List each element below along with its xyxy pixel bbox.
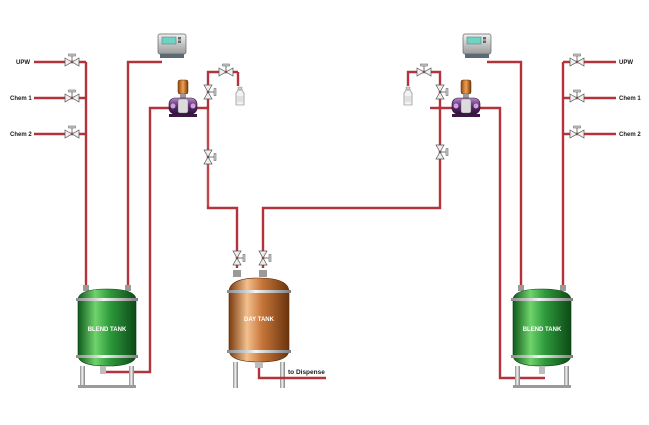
valve-icon[interactable]	[64, 53, 80, 67]
outlet-label: to Dispense	[288, 369, 325, 376]
sample-bottle-icon	[403, 86, 413, 106]
blend-tank-right: BLEND TANK	[511, 285, 573, 388]
tank-label: DAY TANK	[244, 317, 275, 323]
valve-icon[interactable]	[435, 144, 449, 160]
inlet-label-chem2: Chem 2	[619, 132, 641, 138]
valve-icon[interactable]	[569, 125, 585, 139]
sample-bottle-icon	[235, 86, 245, 106]
valve-icon[interactable]	[569, 89, 585, 103]
left-system: UPW Chem 1 Chem 2 BLEND TANK	[10, 33, 245, 388]
tank-label: BLEND TANK	[88, 327, 127, 333]
valve-icon[interactable]	[435, 84, 449, 100]
valve-icon[interactable]	[64, 89, 80, 103]
valve-icon[interactable]	[569, 53, 585, 67]
pump-icon[interactable]	[168, 79, 198, 118]
blend-tank-left: BLEND TANK	[76, 285, 138, 388]
controller-icon[interactable]	[462, 33, 492, 59]
inlet-label-chem1: Chem 1	[619, 96, 641, 102]
valve-icon[interactable]	[258, 250, 272, 266]
day-tank: DAY TANK	[227, 270, 291, 388]
inlet-label-chem1: Chem 1	[10, 96, 32, 102]
right-system: UPW Chem 1 Chem 2 BLEND TANK	[403, 33, 641, 388]
valve-icon[interactable]	[203, 149, 217, 165]
controller-icon[interactable]	[157, 33, 187, 59]
valve-icon[interactable]	[64, 125, 80, 139]
valve-icon[interactable]	[232, 250, 246, 266]
valve-icon[interactable]	[416, 63, 432, 77]
center-system: DAY TANK to Dispense	[227, 106, 442, 388]
valve-icon[interactable]	[218, 63, 234, 77]
inlet-label-chem2: Chem 2	[10, 132, 32, 138]
tank-label: BLEND TANK	[523, 327, 562, 333]
pump-icon[interactable]	[451, 79, 481, 118]
inlet-label-upw: UPW	[619, 60, 633, 66]
valve-icon[interactable]	[203, 84, 217, 100]
inlet-label-upw: UPW	[16, 60, 30, 66]
